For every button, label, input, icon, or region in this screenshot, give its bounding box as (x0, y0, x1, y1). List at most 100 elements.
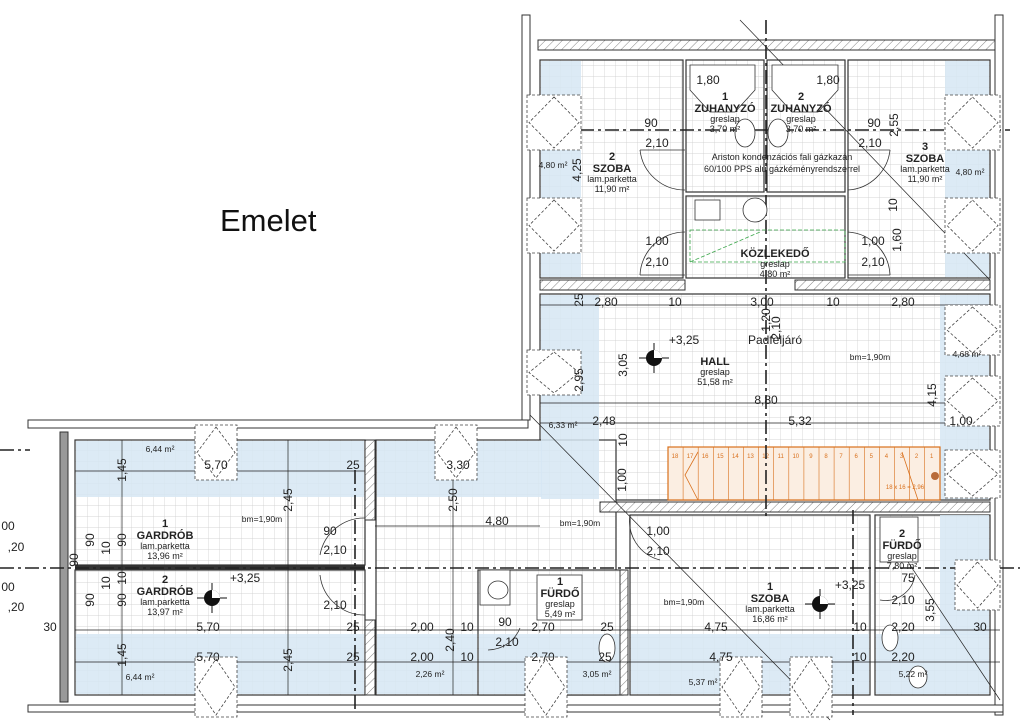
room-floor-finish: lam.parketta (140, 597, 190, 607)
roof-window (719, 656, 763, 718)
stair-step-number: 13 (747, 454, 754, 460)
room-area: 7,80 m² (887, 561, 918, 571)
room-name: ZUHANYZÓ (694, 102, 756, 115)
dimension-label: 2,50 (446, 488, 460, 512)
stair-step-number: 2 (915, 454, 919, 460)
floor-title: Emelet (220, 203, 317, 238)
dimension-label: 90 (498, 615, 512, 629)
dimension-label: 10 (99, 541, 113, 555)
room-area: 51,58 m² (697, 377, 733, 387)
dimension-label: 10 (460, 650, 474, 664)
room-floor-finish: greslap (710, 114, 740, 124)
roof-window (194, 424, 238, 481)
dimension-label: 90 (115, 533, 129, 547)
dimension-label: 4,25 (570, 158, 584, 182)
dimension-label: 2,10 (646, 544, 670, 558)
dimension-label: 2,10 (769, 316, 783, 340)
roof-window (944, 304, 1001, 356)
dimension-label: 10 (853, 650, 867, 664)
stair-step-number: 4 (885, 454, 889, 460)
level-label: +3,25 (669, 333, 700, 347)
dimension-label: 90 (323, 524, 337, 538)
dimension-label: 2,40 (443, 628, 457, 652)
room-floor-finish: greslap (700, 367, 730, 377)
dimension-label: 90 (67, 553, 81, 567)
stair-step-number: 18 (672, 454, 679, 460)
dimension-label: 10 (853, 620, 867, 634)
dimension-label: 3,00 (750, 295, 774, 309)
dimension-label: ,20 (8, 540, 25, 554)
dimension-label: 1,00 (949, 414, 973, 428)
dimension-label: 1,00 (615, 468, 629, 492)
knee-wall-area: 4,80 m² (956, 167, 985, 177)
dimension-label: 1,00 (861, 234, 885, 248)
room-floor-finish: lam.parketta (587, 174, 637, 184)
dimension-label: 2,80 (891, 295, 915, 309)
dimension-label: 90 (83, 533, 97, 547)
dimension-label: 2,48 (592, 414, 616, 428)
room-number: 1 (722, 91, 728, 103)
dimension-label: 3,05 (616, 353, 630, 377)
dimension-label: 10 (826, 295, 840, 309)
dimension-label: 10 (460, 620, 474, 634)
dimension-label: 2,20 (891, 650, 915, 664)
roof-window (526, 349, 582, 396)
dimension-label: 1,45 (115, 643, 129, 667)
dimension-label: 10 (616, 433, 630, 447)
stair-step-number: 8 (824, 454, 828, 460)
room-name: SZOBA (906, 153, 945, 165)
roof-windows (194, 94, 1001, 718)
roof-window (526, 197, 582, 254)
room-name: FÜRDŐ (882, 539, 922, 552)
dimension-label: 90 (115, 593, 129, 607)
dimension-label: 5,70 (204, 458, 228, 472)
room-number: 1 (557, 576, 563, 588)
room-number: 1 (162, 518, 168, 530)
dimension-label: 10 (668, 295, 682, 309)
dimension-label: 3,30 (446, 458, 470, 472)
room-floor-finish: greslap (545, 599, 575, 609)
stair-step-number: 17 (687, 454, 694, 460)
dimension-label: 1,80 (696, 73, 720, 87)
sanitary-fixtures (479, 64, 928, 689)
stair-step-number: 16 (702, 454, 709, 460)
room-area: 4,80 m² (760, 269, 791, 279)
dimension-label: 90 (644, 116, 658, 130)
stair-step-number: 7 (839, 454, 843, 460)
room-area: 11,90 m² (908, 174, 943, 184)
boiler-note: 60/100 PPS alu gázkéményrendszerrel (704, 164, 860, 174)
dimension-label: 2,70 (531, 650, 555, 664)
dimension-label: 2,45 (281, 488, 295, 512)
dimension-label: 2,10 (891, 593, 915, 607)
room-name: KÖZLEKEDŐ (740, 247, 810, 260)
dimension-label: 2,20 (891, 620, 915, 634)
dimension-label: 1,00 (646, 524, 670, 538)
stair-step-number: 1 (930, 454, 934, 460)
dimension-label: 2,10 (495, 635, 519, 649)
knee-wall-area: 5,37 m² (689, 677, 718, 687)
dimension-label: 5,70 (196, 650, 220, 664)
dimension-label: 1,00 (645, 234, 669, 248)
room-floor-finish: greslap (786, 114, 816, 124)
roof-window (954, 559, 1001, 611)
level-label: +3,25 (230, 571, 261, 585)
roof-window (944, 197, 1001, 254)
attic-access-label: Padfeljáró (748, 333, 802, 347)
room-area: 11,90 m² (595, 184, 630, 194)
dimension-label: 10 (886, 198, 900, 212)
room-name: GARDRÓB (137, 585, 194, 598)
dimension-label: 25 (346, 458, 360, 472)
dimension-label: 4,75 (709, 650, 733, 664)
dimension-label: ,20 (8, 600, 25, 614)
dimension-label: 1,60 (890, 228, 904, 252)
doors (319, 149, 916, 651)
dimension-label: 30 (43, 620, 57, 634)
dimension-label: 00 (1, 580, 15, 594)
dimension-label: 25 (346, 620, 360, 634)
roof-window (194, 656, 238, 718)
room-number: 3 (922, 141, 928, 153)
roof-window (434, 424, 478, 481)
stair-formula: 18 x 16 = 2,96 (886, 485, 925, 491)
